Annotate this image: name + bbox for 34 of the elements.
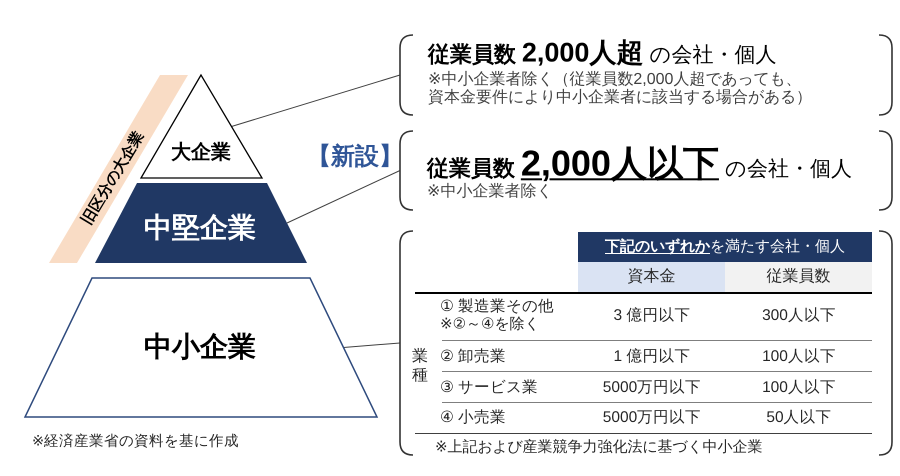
table-value: 5000万円以下 [602, 409, 702, 427]
row-group-label: 業種 [412, 347, 428, 385]
note-text: ※中小企業者除く [427, 183, 552, 201]
table-header-cell: 下記のいずれかを満たす会社・個人 [578, 232, 872, 262]
table-value: 1 億円以下 [614, 348, 690, 366]
bracket-panel [399, 34, 893, 116]
tier-label: 中小企業 [144, 330, 256, 364]
heading: 従業員数 2,000人超 の会社・個人 [428, 37, 776, 69]
table-value: 100人以下 [762, 379, 836, 397]
footnote: ※上記および産業競争力強化法に基づく中小企業 [435, 438, 763, 456]
source-note: ※経済産業省の資料を基に作成 [32, 434, 240, 450]
column-header-cell: 資本金 [578, 262, 725, 292]
tier-label: 中堅企業 [144, 212, 256, 244]
side-label: 【新設】 [307, 143, 403, 171]
note-text: ※中小企業者除く（従業員数2,000人超であっても、資本金要件により中小企業者に該当する場合がある） [428, 71, 812, 107]
row-note: ※②～④を除く [440, 315, 540, 333]
table-value: 3 億円以下 [614, 307, 690, 325]
bracket-panel [399, 130, 893, 211]
column-header-cell: 従業員数 [725, 262, 872, 292]
heading: 従業員数 2,000人以下 の会社・個人 [427, 142, 852, 184]
table-value: 300人以下 [762, 307, 836, 325]
bracket-panel [399, 230, 893, 456]
tier-label: 大企業 [171, 142, 231, 164]
leader-line [231, 74, 400, 127]
leader-line [343, 342, 400, 348]
row-label: ② 卸売業 [440, 348, 506, 366]
row-label: ④ 小売業 [440, 409, 506, 427]
table-value: 100人以下 [762, 348, 836, 366]
pyramid-tier [24, 277, 378, 418]
table-value: 50人以下 [766, 409, 832, 427]
row-label: ③ サービス業 [440, 379, 538, 397]
leader-line [286, 170, 400, 224]
table-value: 5000万円以下 [602, 379, 702, 397]
row-label: ① 製造業その他 [440, 298, 554, 316]
